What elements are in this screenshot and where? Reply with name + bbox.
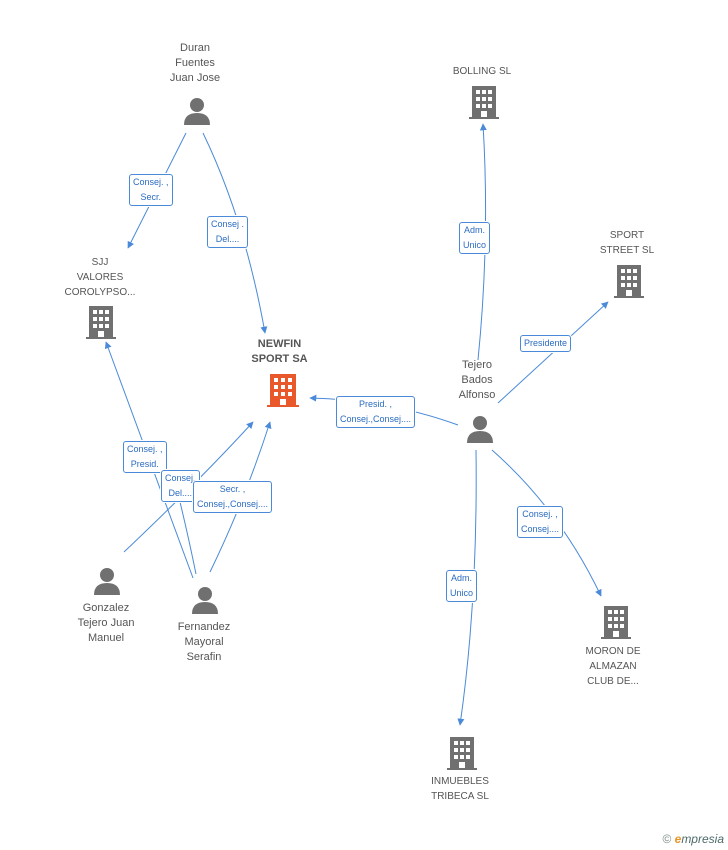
building-icon[interactable] [601, 604, 631, 640]
person-icon[interactable] [190, 585, 220, 615]
node-label-tejero-bados[interactable]: Tejero Bados Alfonso [458, 359, 496, 401]
building-icon[interactable] [267, 372, 299, 408]
edge-label-duran-newfin[interactable]: Consej . Del.... [207, 216, 249, 248]
edge-label-duran-sjj[interactable]: Consej. , Secr. [129, 174, 173, 206]
person-icon[interactable] [465, 414, 495, 444]
building-icon[interactable] [614, 263, 644, 299]
building-icon[interactable] [86, 304, 116, 340]
node-label-newfin[interactable]: NEWFIN SPORT SA [251, 338, 308, 365]
node-label-duran[interactable]: Duran Fuentes Juan Jose [169, 42, 221, 84]
node-label-fernandez[interactable]: Fernandez Mayoral Serafin [177, 621, 231, 663]
brand-name: mpresia [681, 832, 724, 846]
edge-label-tejero-sportstreet[interactable]: Presidente [520, 335, 572, 352]
node-label-moron[interactable]: MORON DE ALMAZAN CLUB DE... [585, 646, 641, 687]
edge-label-fernandez-newfin[interactable]: Secr. , Consej.,Consej.... [193, 481, 273, 513]
edge-label-tejero-newfin[interactable]: Presid. , Consej.,Consej.... [336, 396, 416, 428]
footer-brand: © empresia [662, 832, 724, 846]
node-label-gonzalez[interactable]: Gonzalez Tejero Juan Manuel [77, 602, 135, 644]
copyright-icon: © [662, 832, 672, 846]
building-icon[interactable] [469, 84, 499, 120]
building-icon[interactable] [447, 735, 477, 771]
person-icon[interactable] [92, 566, 122, 596]
edge-label-tejero-inmuebles[interactable]: Adm. Unico [446, 570, 478, 602]
node-label-bolling[interactable]: BOLLING SL [452, 66, 512, 77]
edge-tejero-sportstreet [497, 301, 609, 404]
edge-label-fernandez-sjj[interactable]: Consej. , Presid. [123, 441, 167, 473]
node-label-inmuebles[interactable]: INMUEBLES TRIBECA SL [431, 776, 489, 802]
node-label-sjj[interactable]: SJJ VALORES COROLYPSO... [64, 257, 136, 298]
person-icon[interactable] [182, 96, 212, 126]
brand-logo-e: e [674, 832, 682, 846]
node-label-sport-street[interactable]: SPORT STREET SL [599, 230, 655, 256]
edge-label-tejero-bolling[interactable]: Adm. Unico [459, 222, 491, 254]
edge-label-tejero-moron[interactable]: Consej. , Consej.... [517, 506, 564, 538]
